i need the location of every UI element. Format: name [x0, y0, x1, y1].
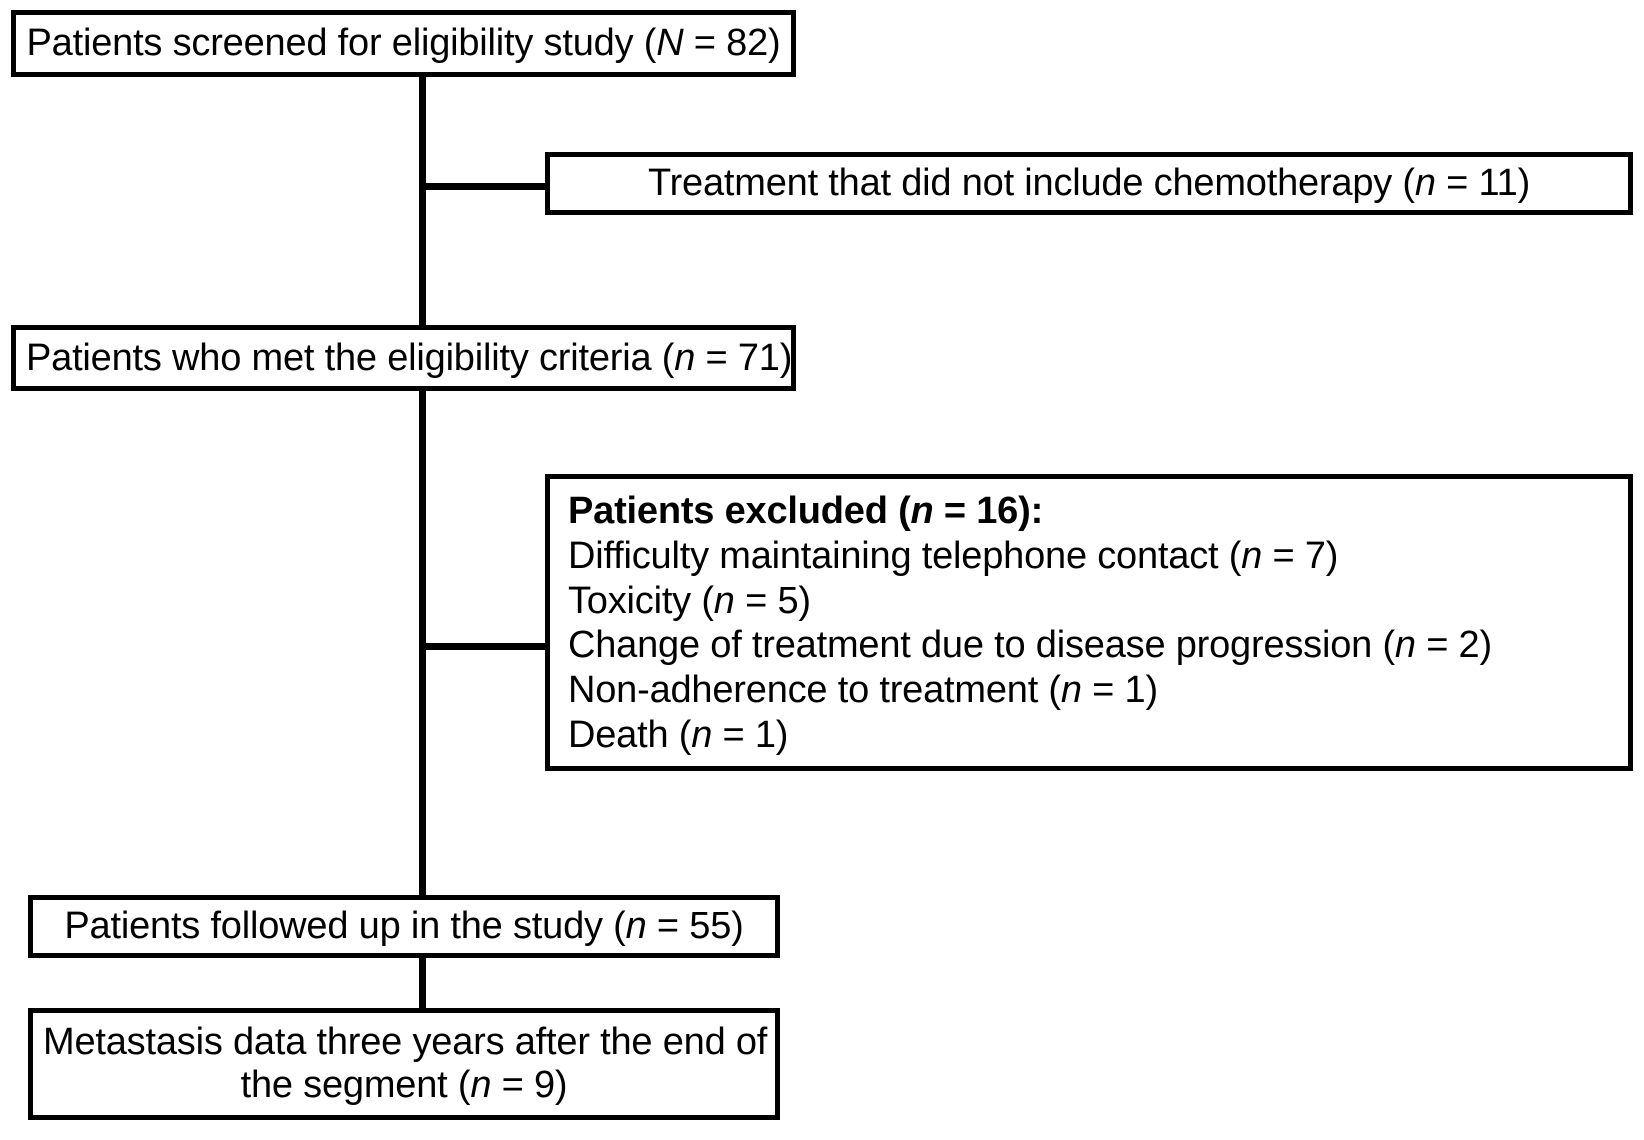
excluded-heading-prefix: Patients excluded ( — [568, 490, 911, 532]
excluded-reason-1: Toxicity (n = 5) — [568, 579, 1616, 624]
node-patients-followed-up-line: Patients followed up in the study (n = 5… — [43, 905, 765, 948]
excluded-reason-4-prefix: Death ( — [568, 714, 692, 757]
excluded-reason-2: Change of treatment due to disease progr… — [568, 623, 1616, 668]
node-patients-followed-up-text: Patients followed up in the study (n = 5… — [43, 905, 765, 948]
no-chemo-symbol: n — [1414, 162, 1436, 205]
node-patients-screened: Patients screened for eligibility study … — [11, 10, 796, 77]
metastasis-line-2: the segment (n = 9) — [43, 1064, 765, 1107]
eligible-prefix: Patients who met the eligibility criteri… — [26, 336, 675, 379]
metastasis-suffix: = 9) — [491, 1064, 568, 1106]
excluded-heading-symbol: n — [910, 490, 934, 532]
excluded-reason-3: Non-adherence to treatment (n = 1) — [568, 668, 1616, 713]
node-met-eligibility-criteria-line: Patients who met the eligibility criteri… — [26, 336, 792, 380]
node-patients-excluded: Patients excluded (n = 16): Difficulty m… — [545, 474, 1633, 771]
no-chemo-prefix: Treatment that did not include chemother… — [647, 162, 1415, 205]
excluded-reason-4-suffix: = 1) — [712, 714, 789, 757]
screened-suffix: = 82) — [683, 22, 781, 65]
connector-eligible-to-excluded — [419, 643, 575, 650]
followed-suffix: = 55) — [646, 905, 744, 948]
screened-symbol: N — [656, 22, 684, 65]
excluded-reason-3-symbol: n — [1060, 669, 1082, 712]
connector-screened-to-no-chemo — [419, 183, 575, 190]
excluded-heading-suffix: = 16): — [933, 490, 1044, 532]
eligible-suffix: = 71) — [695, 336, 793, 379]
node-patients-excluded-text: Patients excluded (n = 16): Difficulty m… — [568, 489, 1616, 758]
excluded-reason-1-symbol: n — [713, 579, 735, 622]
connector-followed-to-metastasis — [419, 955, 426, 1010]
excluded-reason-2-suffix: = 2) — [1415, 624, 1492, 667]
node-treatment-no-chemotherapy: Treatment that did not include chemother… — [545, 152, 1633, 215]
excluded-reason-0: Difficulty maintaining telephone contact… — [568, 534, 1616, 579]
followed-prefix: Patients followed up in the study ( — [64, 905, 626, 948]
node-treatment-no-chemotherapy-line: Treatment that did not include chemother… — [560, 162, 1618, 205]
eligible-symbol: n — [674, 336, 696, 379]
excluded-reason-0-symbol: n — [1241, 534, 1263, 577]
excluded-reason-2-prefix: Change of treatment due to disease progr… — [568, 624, 1395, 667]
followed-symbol: n — [625, 905, 647, 948]
excluded-reason-3-prefix: Non-adherence to treatment ( — [568, 669, 1061, 712]
excluded-reason-1-prefix: Toxicity ( — [568, 579, 714, 622]
node-patients-screened-text: Patients screened for eligibility study … — [26, 22, 781, 65]
no-chemo-suffix: = 11) — [1435, 162, 1531, 205]
node-treatment-no-chemotherapy-text: Treatment that did not include chemother… — [560, 162, 1618, 205]
node-metastasis-data-text: Metastasis data three years after the en… — [43, 1021, 768, 1107]
excluded-reason-2-symbol: n — [1394, 624, 1416, 667]
excluded-heading: Patients excluded (n = 16): — [568, 489, 1616, 534]
node-metastasis-data: Metastasis data three years after the en… — [28, 1008, 780, 1120]
excluded-reason-0-prefix: Difficulty maintaining telephone contact… — [568, 534, 1242, 577]
metastasis-line-1: Metastasis data three years after the en… — [43, 1021, 768, 1064]
connector-screened-to-eligible — [419, 75, 426, 327]
excluded-reason-1-suffix: = 5) — [734, 579, 811, 622]
excluded-reason-4-symbol: n — [691, 714, 713, 757]
node-patients-followed-up: Patients followed up in the study (n = 5… — [28, 895, 780, 958]
metastasis-prefix: the segment ( — [240, 1064, 471, 1106]
metastasis-symbol: n — [470, 1064, 492, 1106]
excluded-reason-0-suffix: = 7) — [1262, 534, 1339, 577]
excluded-reason-3-suffix: = 1) — [1081, 669, 1158, 712]
excluded-reason-4: Death (n = 1) — [568, 713, 1616, 758]
node-patients-screened-line: Patients screened for eligibility study … — [26, 22, 781, 65]
node-met-eligibility-criteria-text: Patients who met the eligibility criteri… — [26, 336, 792, 380]
node-met-eligibility-criteria: Patients who met the eligibility criteri… — [11, 325, 796, 391]
screened-prefix: Patients screened for eligibility study … — [26, 22, 657, 65]
